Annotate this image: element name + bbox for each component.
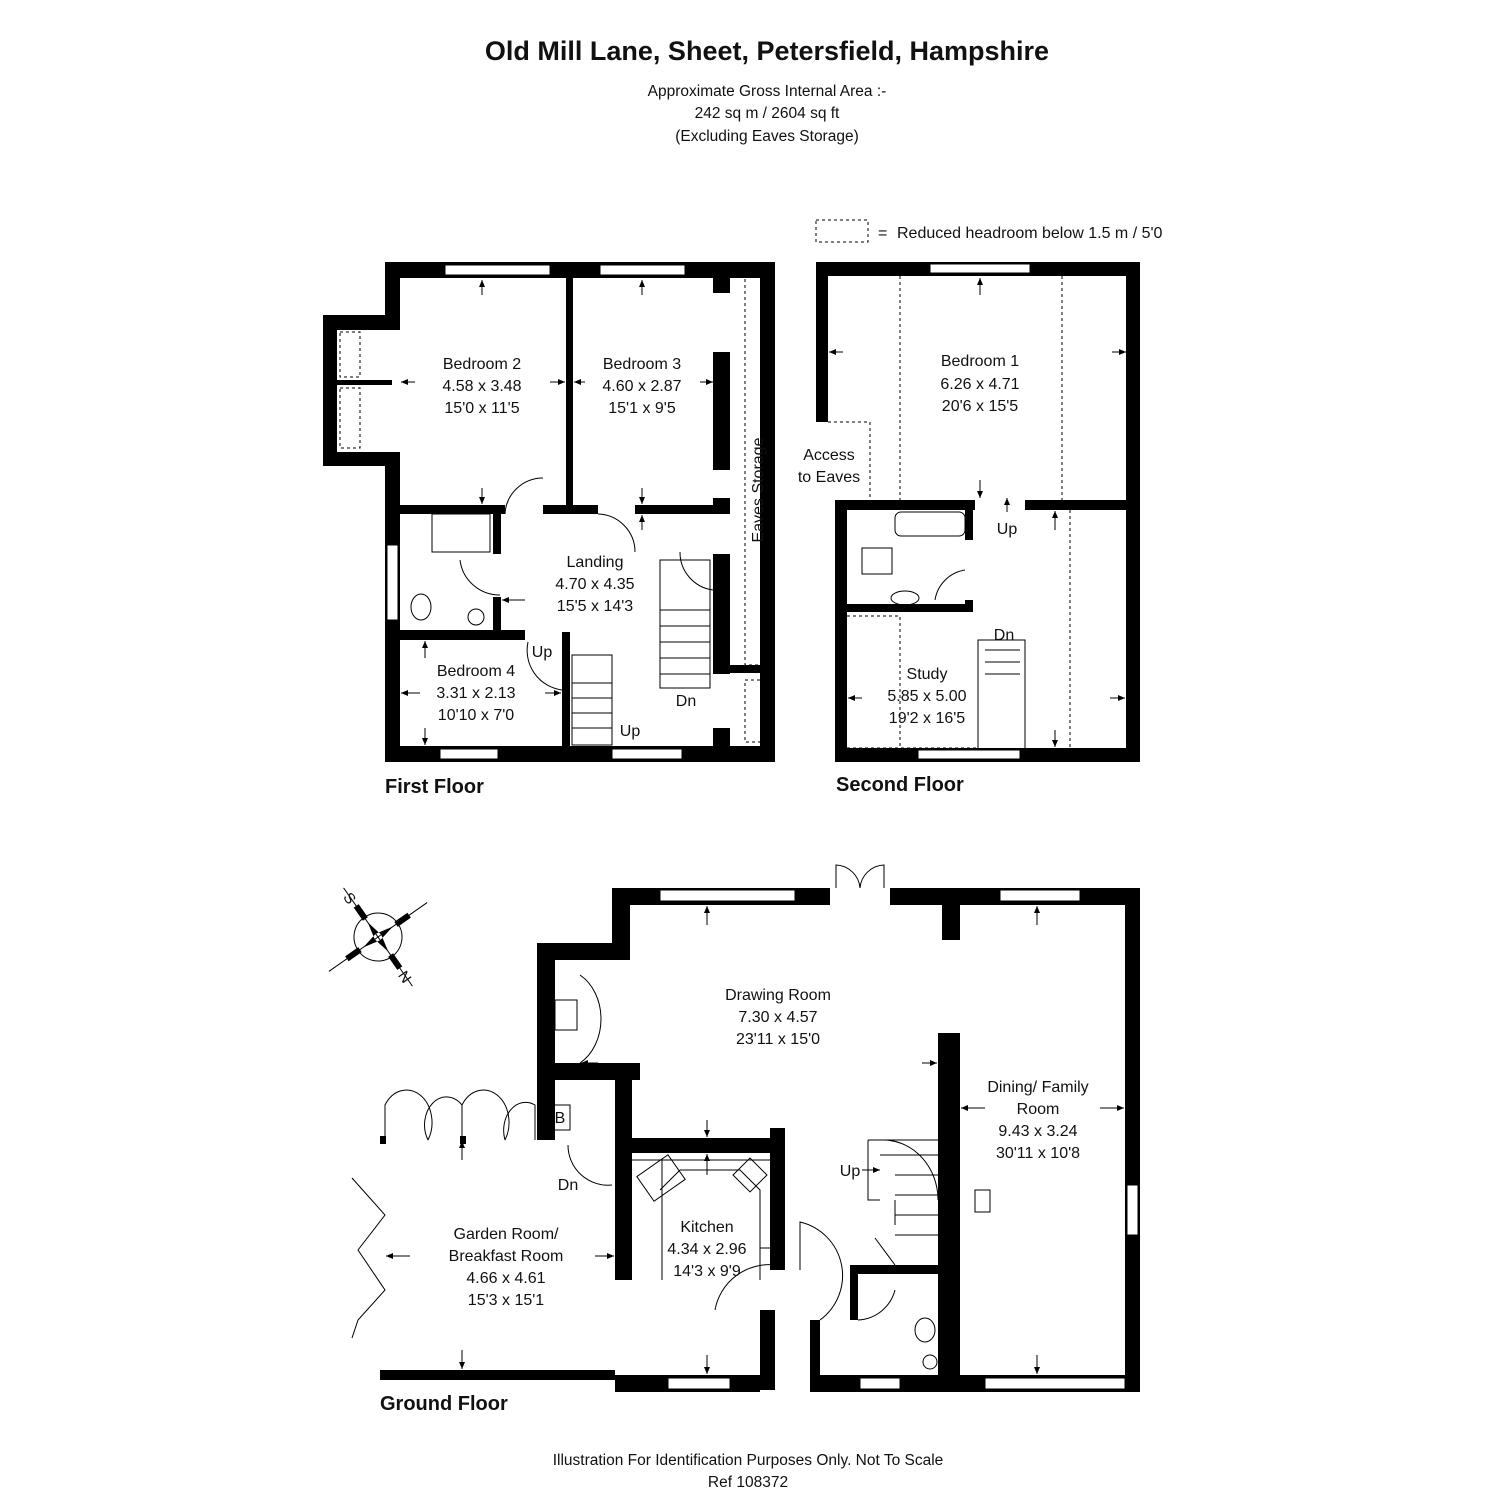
access-eaves-label: Access [803,447,855,464]
staircase [867,1139,939,1266]
basin [890,590,920,606]
folding-doors [384,1089,536,1141]
room-imperial: 15'1 x 9'5 [608,400,676,417]
second-floor-label: Second Floor [836,774,964,796]
room-imperial: 20'6 x 15'5 [942,398,1018,415]
room-imperial: 10'10 x 7'0 [438,707,514,724]
basin [922,1354,938,1370]
dining-table [974,1189,991,1213]
stairs-up-label: Up [532,644,553,661]
reference: Ref 108372 [708,1474,788,1491]
disclaimer: Illustration For Identification Purposes… [553,1452,944,1469]
window [611,748,683,760]
room-metric: 5.85 x 5.00 [887,688,966,705]
window [999,889,1081,902]
compass-icon: S N [328,887,428,987]
window [386,544,399,621]
legend-text: Reduced headroom below 1.5 m / 5'0 [897,225,1163,242]
room-name: Garden Room/ [454,1226,559,1243]
reduced-headroom-swatch [815,219,869,243]
french-doors [835,864,885,889]
area-label: Approximate Gross Internal Area :- [648,83,887,100]
room-name: Kitchen [680,1219,733,1236]
room-name: Bedroom 3 [603,356,681,373]
window [439,748,499,760]
toilet [914,1317,936,1343]
access-eaves-label: to Eaves [798,469,860,486]
room-metric: 3.31 x 2.13 [436,685,515,702]
room-metric: 9.43 x 3.24 [998,1123,1077,1140]
window [599,264,686,276]
room-imperial: 15'5 x 14'3 [557,598,633,615]
room-imperial: 14'3 x 9'9 [673,1263,741,1280]
room-name: Room [1017,1101,1060,1118]
area-value: 242 sq m / 2604 sq ft [695,105,840,122]
boiler-box [547,1104,571,1131]
staircase [571,654,613,746]
hob [732,1157,768,1193]
room-metric: 4.60 x 2.87 [602,378,681,395]
compass-north: N [394,968,414,987]
bath [894,511,966,537]
stairs-down-label: Dn [994,627,1014,644]
room-name: Dining/ Family [987,1079,1088,1096]
toilet [861,547,893,575]
stairs-down-label: Dn [558,1177,578,1194]
staircase [977,639,1026,751]
plan-title: Old Mill Lane, Sheet, Petersfield, Hamps… [485,36,1049,66]
room-name: Bedroom 4 [437,663,515,680]
second-floor-plan: Bedroom 1 6.26 x 4.71 20'6 x 15'5 Study … [798,262,1140,796]
room-imperial: 30'11 x 10'8 [996,1145,1080,1162]
basin [467,608,485,626]
area-note: (Excluding Eaves Storage) [675,128,859,145]
stairs-down-label: Dn [676,693,696,710]
first-floor-label: First Floor [385,776,484,798]
window [659,889,796,902]
ground-floor-plan: B [351,864,1140,1415]
window [667,1377,731,1390]
room-name: Study [907,666,948,683]
room-name: Drawing Room [725,987,831,1004]
room-metric: 4.66 x 4.61 [466,1270,545,1287]
ground-floor-label: Ground Floor [380,1393,508,1415]
sink [636,1154,686,1202]
stairs-up-label: Up [620,723,641,740]
window [859,1377,901,1390]
room-metric: 4.34 x 2.96 [667,1241,746,1258]
room-metric: 4.58 x 3.48 [442,378,521,395]
bifold-doors [351,1177,386,1339]
window [929,263,1031,274]
room-imperial: 15'3 x 15'1 [468,1292,544,1309]
window [444,264,551,276]
toilet [410,593,432,621]
fireplace [554,999,578,1031]
room-name: Landing [567,554,624,571]
staircase [659,559,711,689]
boiler-label: B [555,1110,566,1127]
eaves-storage-label: Eaves Storage [750,437,767,542]
compass-south: S [339,890,359,908]
room-name: Bedroom 1 [941,353,1019,370]
shower-tray [431,513,491,553]
stairs-up-label: Up [997,521,1018,538]
room-name: Breakfast Room [449,1248,564,1265]
room-metric: 6.26 x 4.71 [940,376,1019,393]
room-metric: 7.30 x 4.57 [738,1009,817,1026]
room-imperial: 19'2 x 16'5 [889,710,965,727]
room-imperial: 15'0 x 11'5 [444,400,519,417]
stairs-up-label: Up [840,1163,861,1180]
window [1126,1184,1139,1236]
room-metric: 4.70 x 4.35 [555,576,634,593]
legend-equals: = [878,225,887,242]
room-name: Bedroom 2 [443,356,521,373]
window [984,1377,1126,1390]
room-imperial: 23'11 x 15'0 [736,1031,820,1048]
window [917,749,1021,760]
first-floor-plan: Bedroom 2 4.58 x 3.48 15'0 x 11'5 Bedroo… [323,262,775,798]
legend: = Reduced headroom below 1.5 m / 5'0 [815,219,1163,243]
